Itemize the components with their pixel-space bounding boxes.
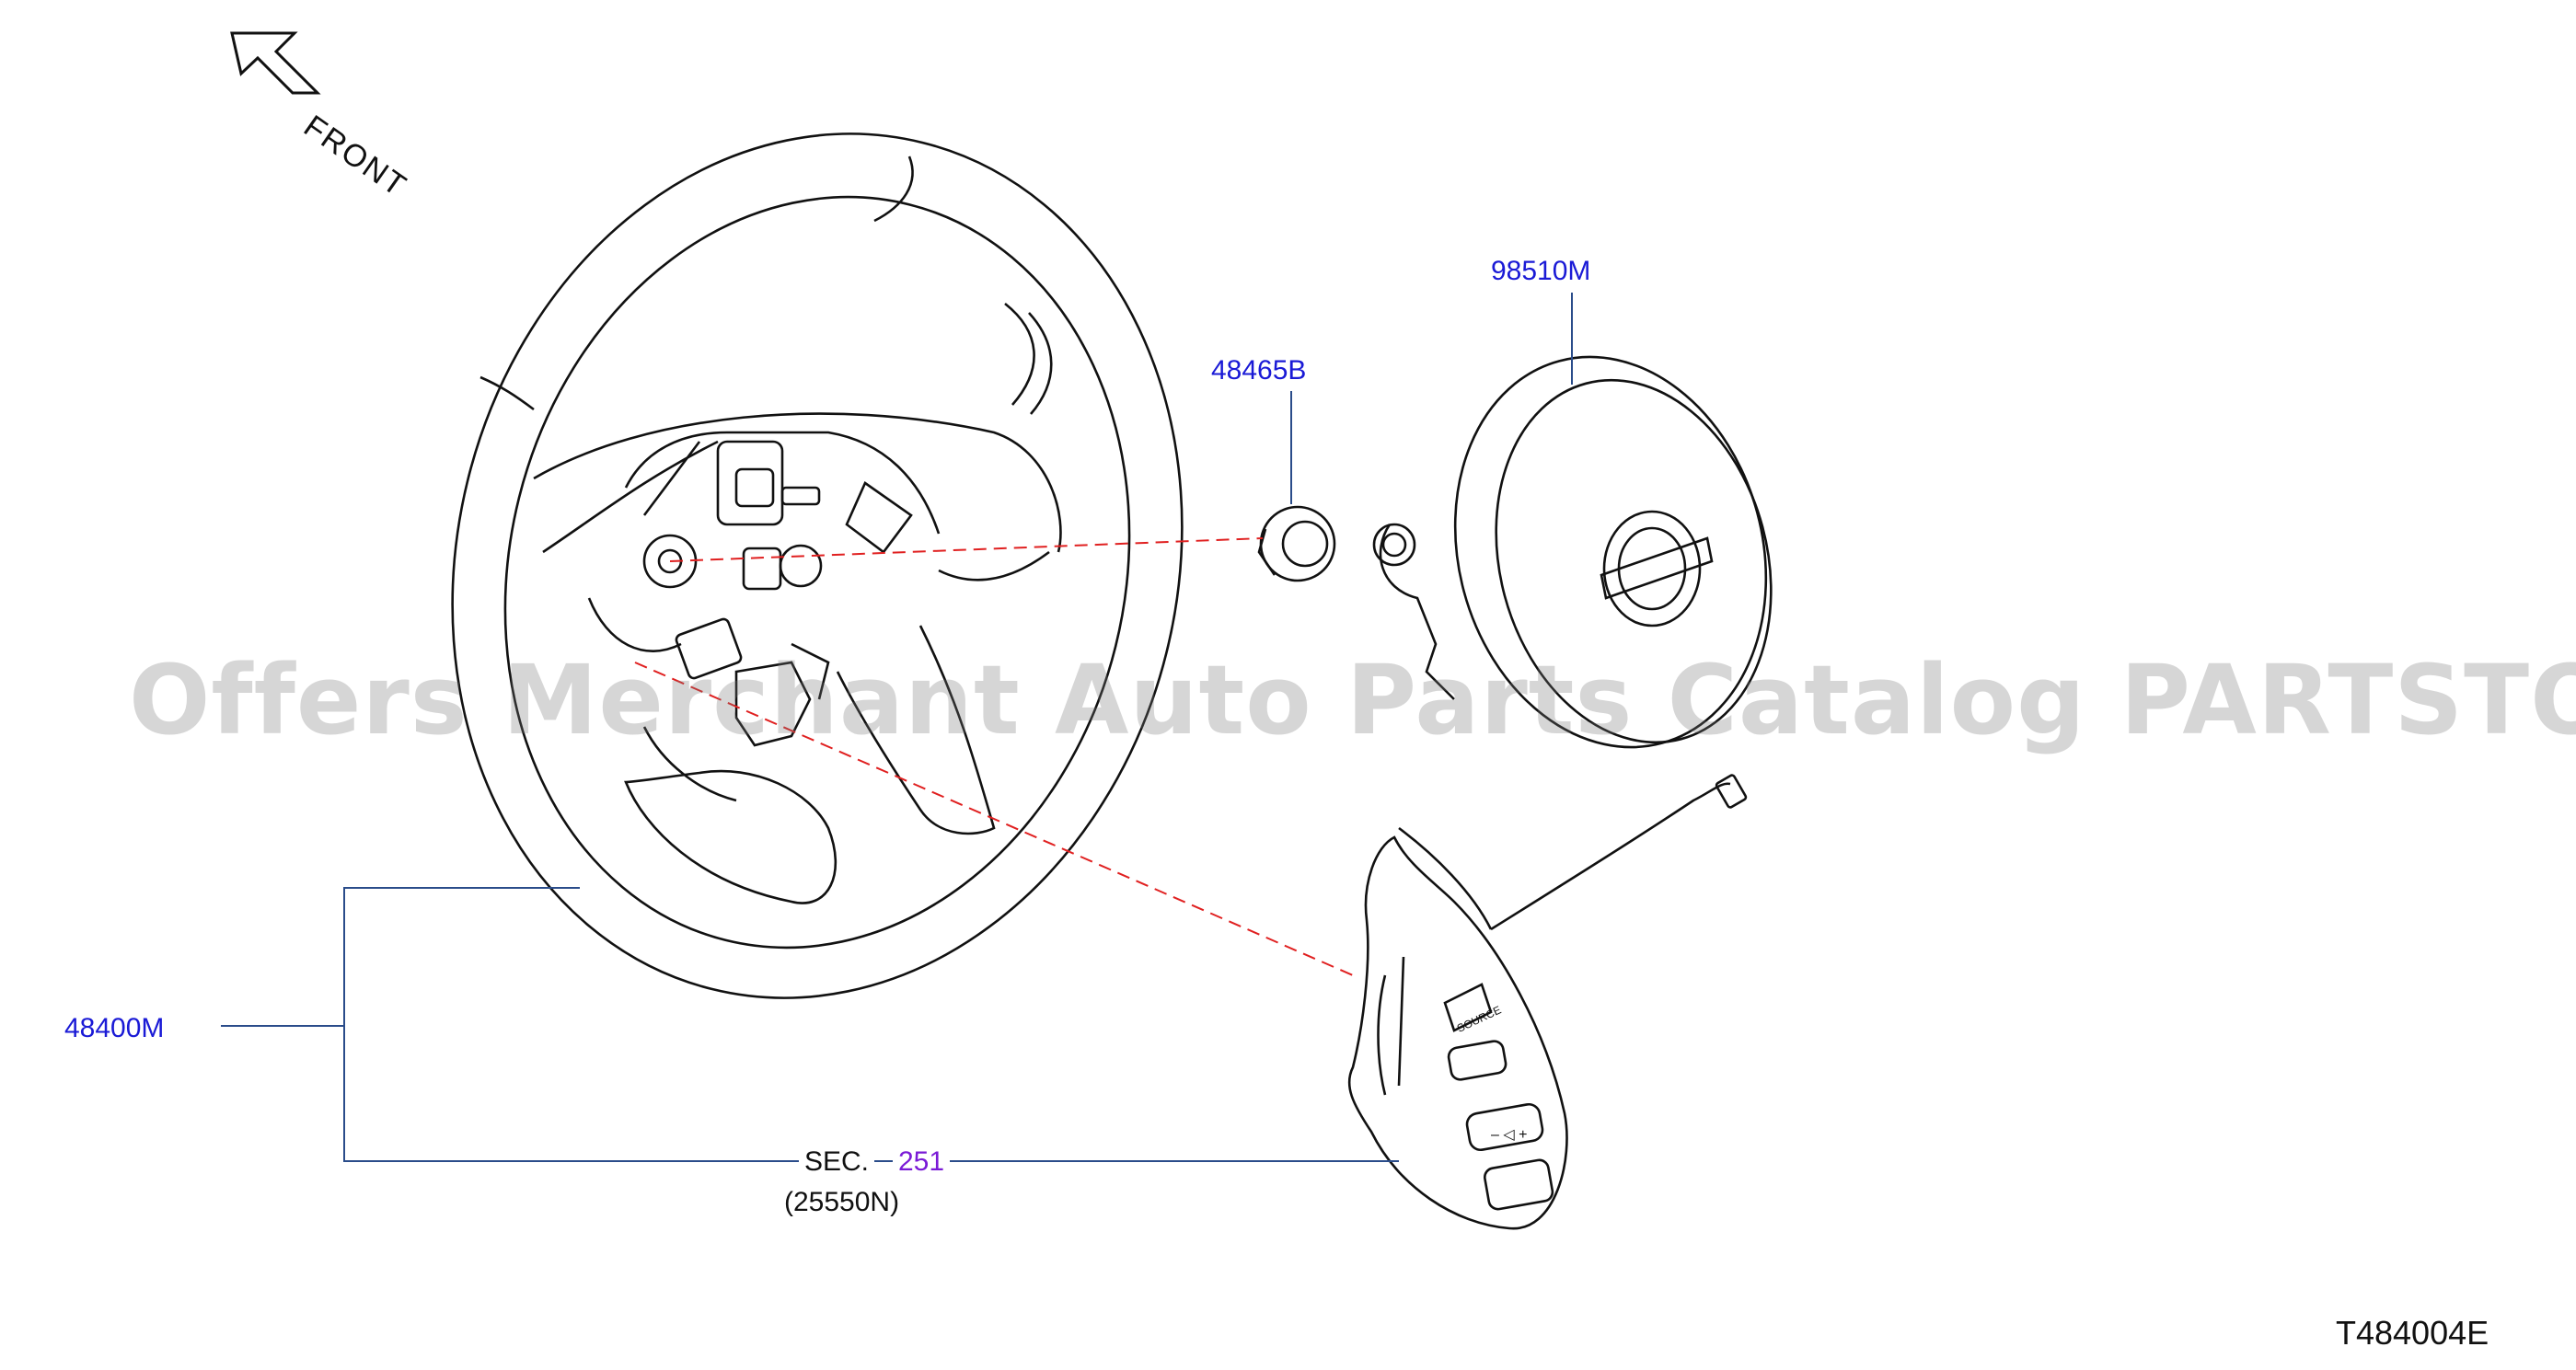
sec-251-link[interactable]: 251	[893, 1146, 951, 1178]
part-48465b-link[interactable]: 48465B	[1211, 355, 1307, 386]
svg-text:SOURCE: SOURCE	[1455, 1003, 1503, 1034]
sec-sub-label: (25550N)	[784, 1187, 900, 1217]
steering-switch-drawing: SOURCE – ◁ +	[1347, 774, 1748, 1230]
front-arrow-icon	[230, 31, 321, 95]
steering-wheel-drawing	[451, 132, 1184, 999]
sec-prefix-label: SEC.	[799, 1146, 875, 1178]
watermark-text: Offers Merchant Auto Parts Catalog PARTS…	[129, 644, 2576, 756]
part-48400m-link[interactable]: 48400M	[64, 1013, 165, 1043]
horn-spacer-drawing	[1257, 505, 1336, 582]
part-98510m-link[interactable]: 98510M	[1491, 256, 1591, 286]
airbag-module-drawing	[1372, 355, 1773, 749]
drawing-code: T484004E	[2336, 1314, 2489, 1352]
dashed-leaders	[634, 537, 1354, 976]
svg-text:– ◁ +: – ◁ +	[1491, 1127, 1527, 1143]
